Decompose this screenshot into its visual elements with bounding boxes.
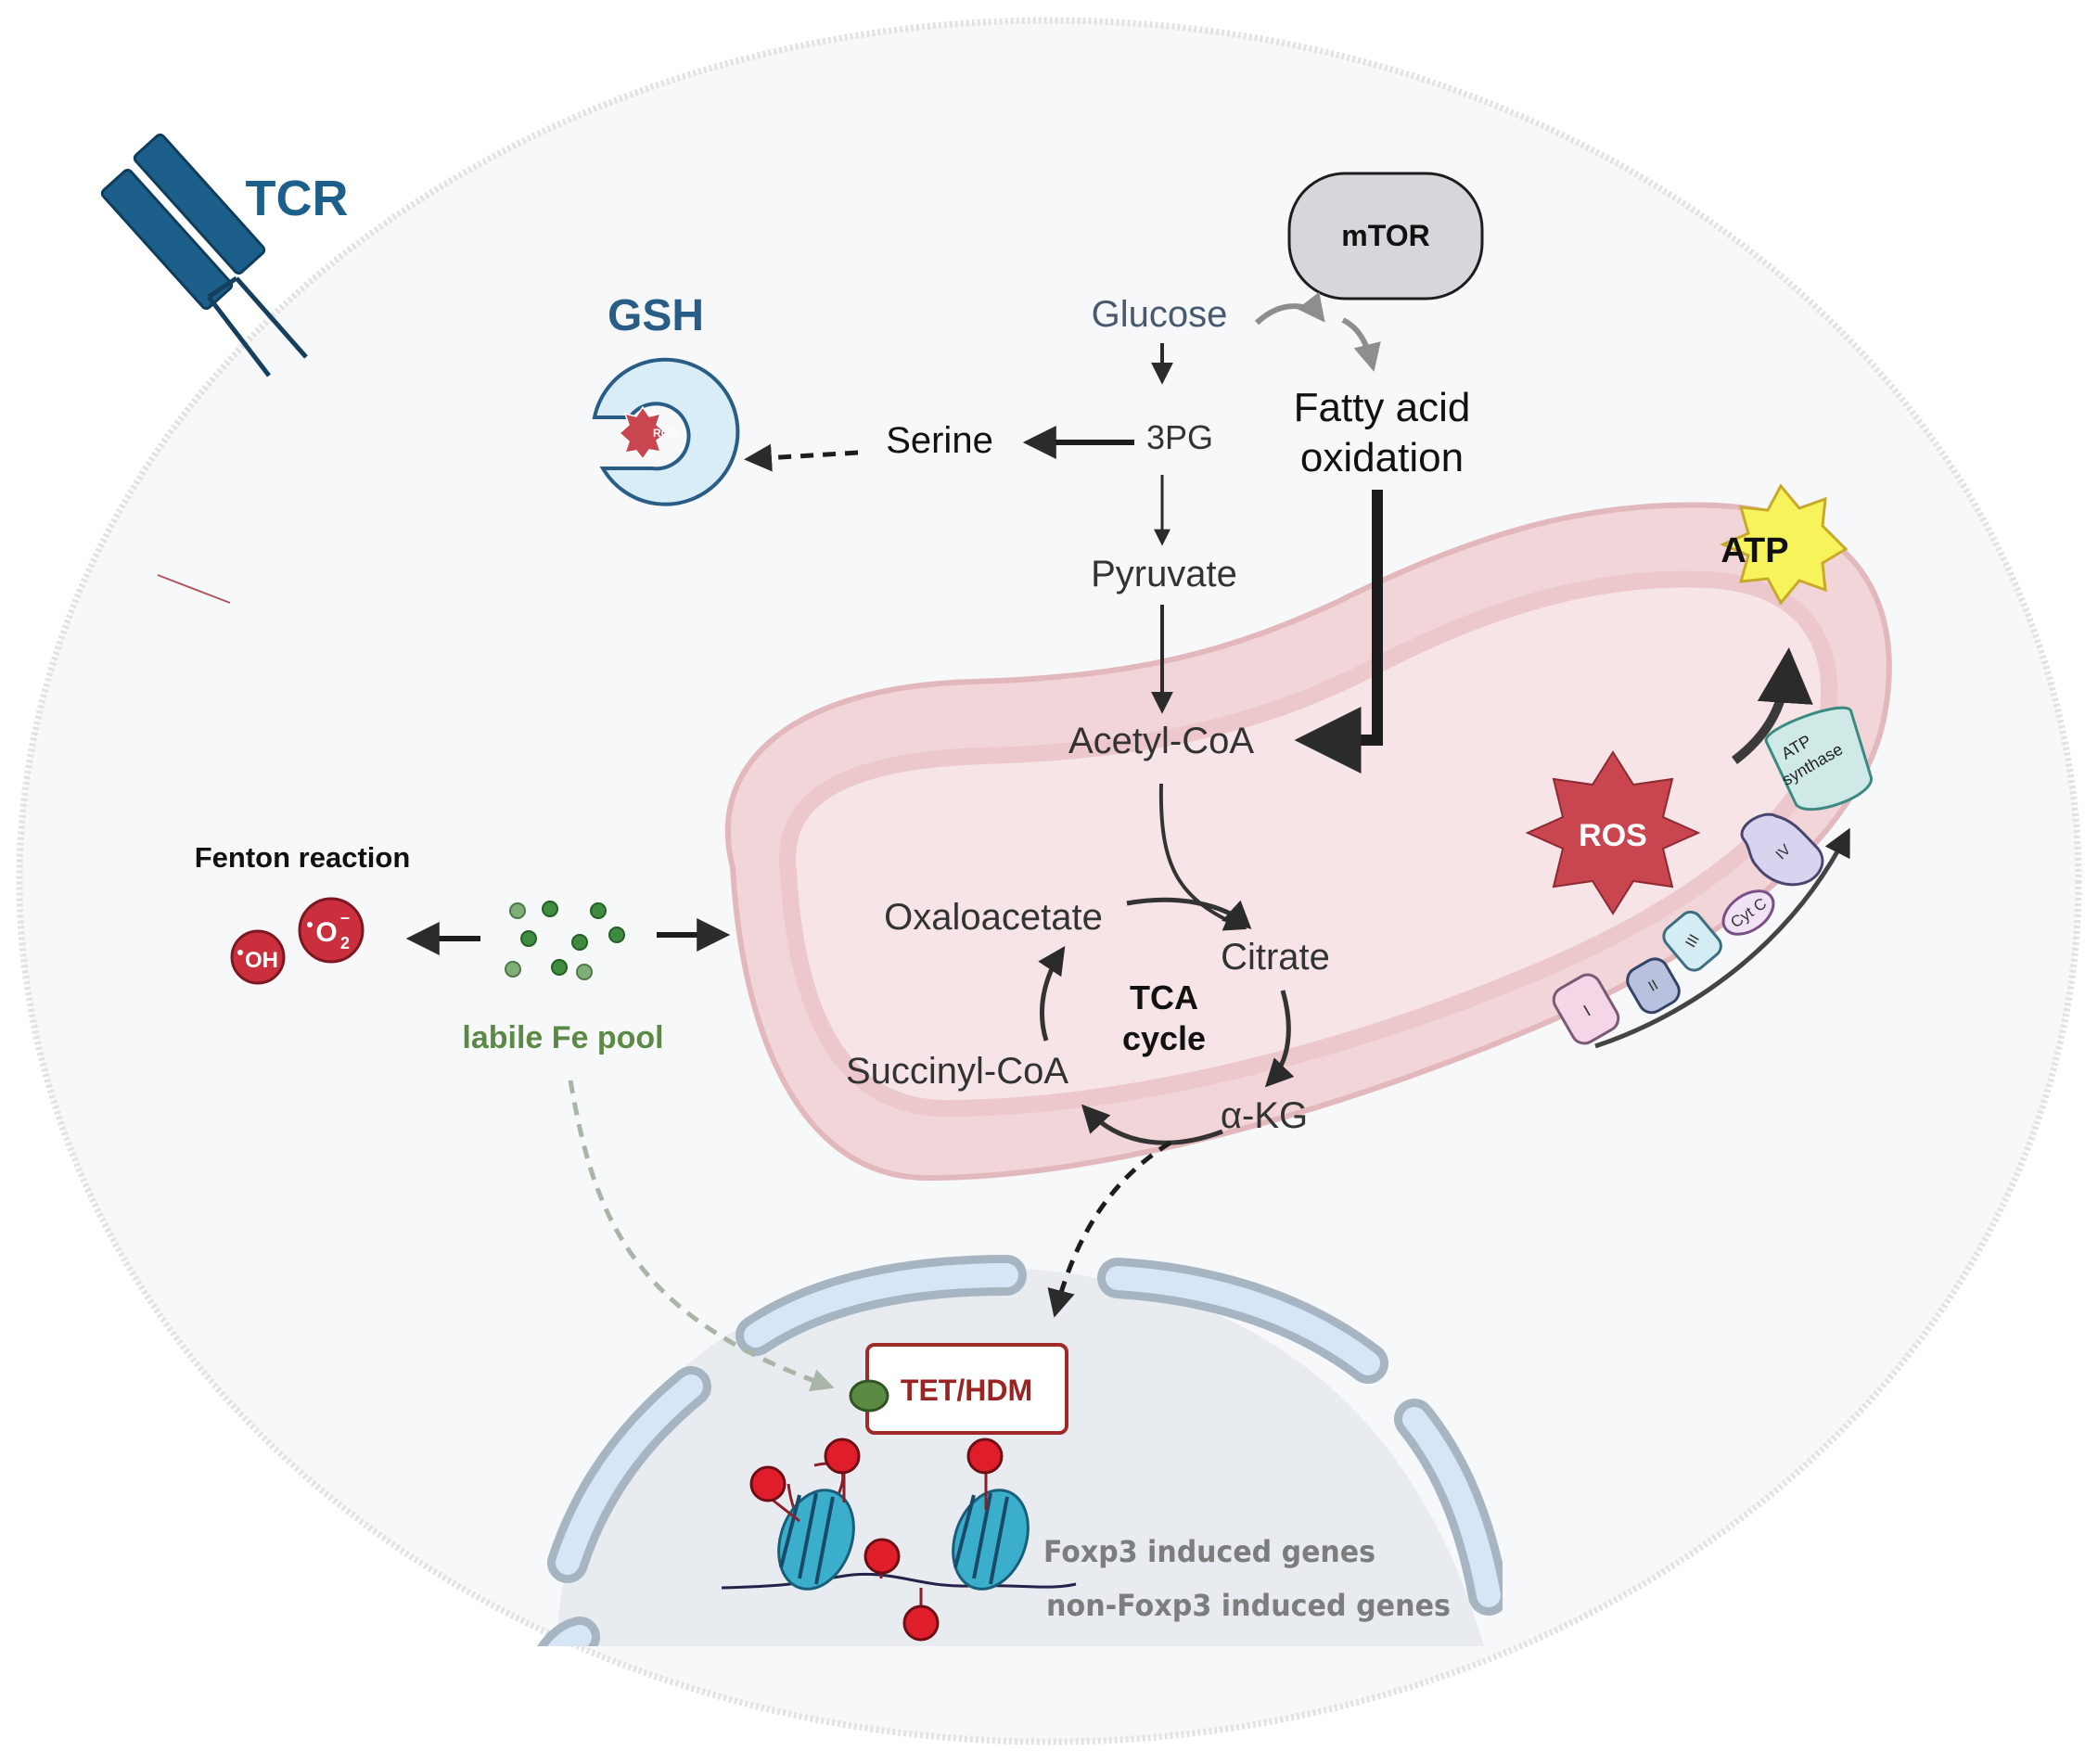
serine-label: Serine — [886, 420, 993, 461]
tcr-label: TCR — [246, 171, 349, 226]
hydroxyl-radical-label: OH — [245, 948, 278, 973]
gsh-ring-icon — [592, 357, 740, 506]
tcr-receptor-icon — [100, 134, 308, 377]
gsh-ros-label: ROS — [653, 427, 677, 440]
tet-hdm-label: TET/HDM — [901, 1374, 1032, 1407]
fao-to-acetylcoa-arrow — [1294, 490, 1383, 773]
citrate-label: Citrate — [1221, 937, 1330, 978]
fao-label-line2: oxidation — [1300, 435, 1464, 480]
serine-to-gsh-arrow — [744, 443, 859, 472]
complex-ii-icon — [1626, 957, 1681, 1015]
foxp3-genes-label: Foxp3 induced genes — [1043, 1534, 1375, 1569]
atp-synthase-icon — [1764, 706, 1873, 812]
superoxide-icon — [298, 897, 365, 964]
mtor-to-fao-arrow — [1341, 317, 1381, 372]
akg-to-nucleus-arrow — [1047, 1140, 1172, 1318]
mtor-label: mTOR — [1341, 219, 1429, 252]
gsh-label: GSH — [608, 291, 704, 340]
fe-to-enzyme-arrow — [568, 1080, 835, 1392]
methyl-mark-icons — [749, 1438, 1004, 1642]
ros-starburst-icon — [1525, 750, 1701, 915]
complex-iii-icon — [1662, 910, 1722, 972]
pyruvate-label: Pyruvate — [1091, 554, 1237, 594]
atp-synthase-to-atp-arrow — [1731, 647, 1813, 764]
tca-arrow-oaa-citrate — [1126, 897, 1252, 930]
tca-arrow-citrate-akg — [1264, 990, 1295, 1088]
fe-cofactor-icon — [849, 1379, 889, 1412]
glucose-label: Glucose — [1092, 294, 1228, 335]
superoxide-subscript: 2 — [340, 934, 350, 952]
hydroxyl-radical-icon — [230, 929, 286, 985]
tca-arrow-succinyl-oaa — [1038, 946, 1066, 1042]
nucleus — [537, 1255, 1503, 1646]
complex-iv-icon — [1740, 812, 1824, 887]
fe-pool-label: labile Fe pool — [462, 1020, 663, 1055]
acetylcoa-to-citrate-arrow — [1158, 783, 1247, 931]
tca-title-line2: cycle — [1122, 1019, 1206, 1057]
tca-title-line1: TCA — [1130, 978, 1198, 1016]
tca-arrow-akg-succinyl — [1081, 1104, 1223, 1145]
oxaloacetate-label: Oxaloacetate — [884, 897, 1103, 938]
cyt-c-icon — [1721, 889, 1775, 936]
mtor-box — [1287, 172, 1484, 300]
ros-label: ROS — [1579, 818, 1647, 853]
non-foxp3-genes-label: non-Foxp3 induced genes — [1046, 1588, 1451, 1623]
fao-label-line1: Fatty acid — [1294, 385, 1471, 430]
atp-starburst-icon — [1720, 483, 1849, 606]
radical-dot-o2 — [307, 922, 313, 927]
fenton-reaction-label: Fenton reaction — [195, 841, 411, 874]
succinyl-coa-label: Succinyl-CoA — [846, 1051, 1068, 1092]
radical-dot-oh — [237, 950, 243, 955]
superoxide-label: O — [315, 917, 337, 948]
superoxide-superscript: – — [340, 908, 350, 927]
nucleosome-right-icon — [952, 1489, 1030, 1591]
atp-label: ATP — [1721, 531, 1788, 570]
nucleosome-left-icon — [777, 1489, 855, 1591]
stray-line — [157, 574, 231, 604]
akg-label: α-KG — [1221, 1095, 1308, 1136]
fe-pool-icon — [505, 901, 625, 980]
mtor-activation-arrow — [1254, 291, 1325, 326]
acetyl-coa-label: Acetyl-CoA — [1068, 721, 1254, 761]
electron-transport-arc — [1594, 827, 1850, 1049]
complex-i-icon — [1552, 973, 1620, 1045]
3pg-label: 3PG — [1146, 418, 1213, 456]
ros-star-small-icon — [618, 405, 668, 461]
